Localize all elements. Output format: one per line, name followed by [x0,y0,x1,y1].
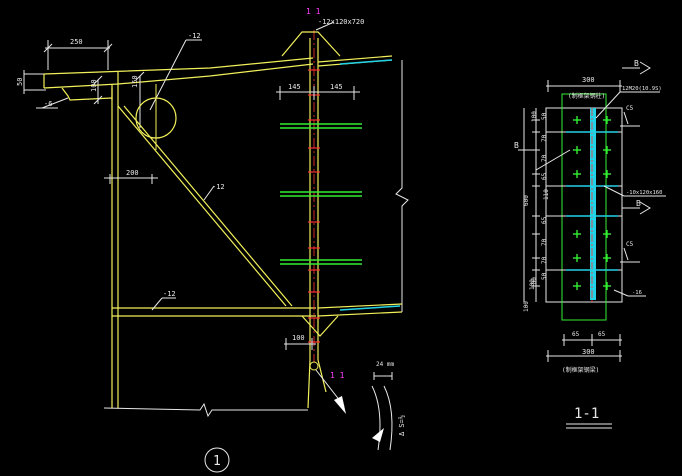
dim-total: 600 [523,195,530,206]
callout-plate12-diag: -12 [212,183,225,191]
dim-100-label: 100 [90,79,98,92]
stiffener-plates [280,123,362,265]
title-top-sub: (制框架钢柱) [568,92,605,100]
bottom-girder [112,307,316,317]
weld-big-label: Δ S=½ [398,415,406,436]
title-top: 300 [582,76,595,84]
left-elevation-view: 250 50 -6 100 [16,7,409,473]
callout-column-plate: -12x120x720 [318,18,364,26]
right-break-line [395,60,409,312]
left-column [111,84,119,408]
dim-left-2: 70 [541,134,548,142]
plate-spec: -10x120x160 [626,190,662,196]
dim-bot-a: 100 [523,301,530,312]
section-arrow [334,396,346,414]
section-letter-top: B [634,59,639,68]
dim-left-6: 65 [541,216,548,224]
bolt-ticks [308,69,320,343]
dim-left-7: 70 [541,238,548,246]
dim-150-label: 150 [131,75,139,88]
section-label: 1-1 [574,406,599,422]
detail-number: 1 [213,454,221,469]
section-letter-mid: B [636,199,641,208]
weld-detail [371,372,393,451]
dim-left-9: 50 [541,272,548,280]
dim-left-3: 70 [541,154,548,162]
dim-left-8: 70 [541,256,548,264]
dim-200-label: 200 [126,169,139,177]
dim-left-5: 110 [543,189,550,200]
title-bottom: 300 [582,348,595,356]
dim-250 [43,40,113,70]
dim-bottom-0: 65 [572,331,580,338]
callout-plate12-top: -12 [188,32,201,40]
beam-web [590,108,596,300]
bottom-break-line [103,402,308,418]
weld-b: C5 [626,241,634,248]
end-plate [545,107,623,303]
title-bottom-sub: (制框架钢梁) [562,366,599,374]
section-letter-left: B [514,141,519,150]
bolts [573,116,611,290]
dim-50 [23,70,46,94]
dim-100b-label: 100 [292,334,305,342]
dim-250-label: 250 [70,38,83,46]
detail-number-circle [204,447,230,473]
callout-plate12-bottom: -12 [163,290,176,298]
dim-50-label: 50 [16,78,24,86]
weld-note: -16 [632,290,642,296]
right-beam-top [317,55,393,67]
dim-bot-b: 100 [531,277,538,288]
dim-bottom-1: 65 [598,331,606,338]
weld-a: C5 [626,105,634,112]
weld-small-label: 24 mm [376,361,394,368]
diagonal-brace [117,105,293,307]
callout-plate6: -6 [44,100,52,108]
section-mark-top: 1 1 [306,7,321,16]
dim-left-0: 100 [531,111,538,122]
bracket-underside [61,87,113,101]
dim-145a-label: 145 [288,83,301,91]
section-mark-bottom: 1 1 [330,371,345,380]
dim-left-1: 50 [541,112,548,120]
right-section-view: 300 (制框架钢柱) [514,59,666,429]
dim-145b-label: 145 [330,83,343,91]
beam-top-flange [43,57,314,89]
bolt-spec: 12M20(10.9S) [622,86,662,92]
dim-left-4: 65 [541,172,548,180]
dim-left-10: 100 [529,279,536,290]
